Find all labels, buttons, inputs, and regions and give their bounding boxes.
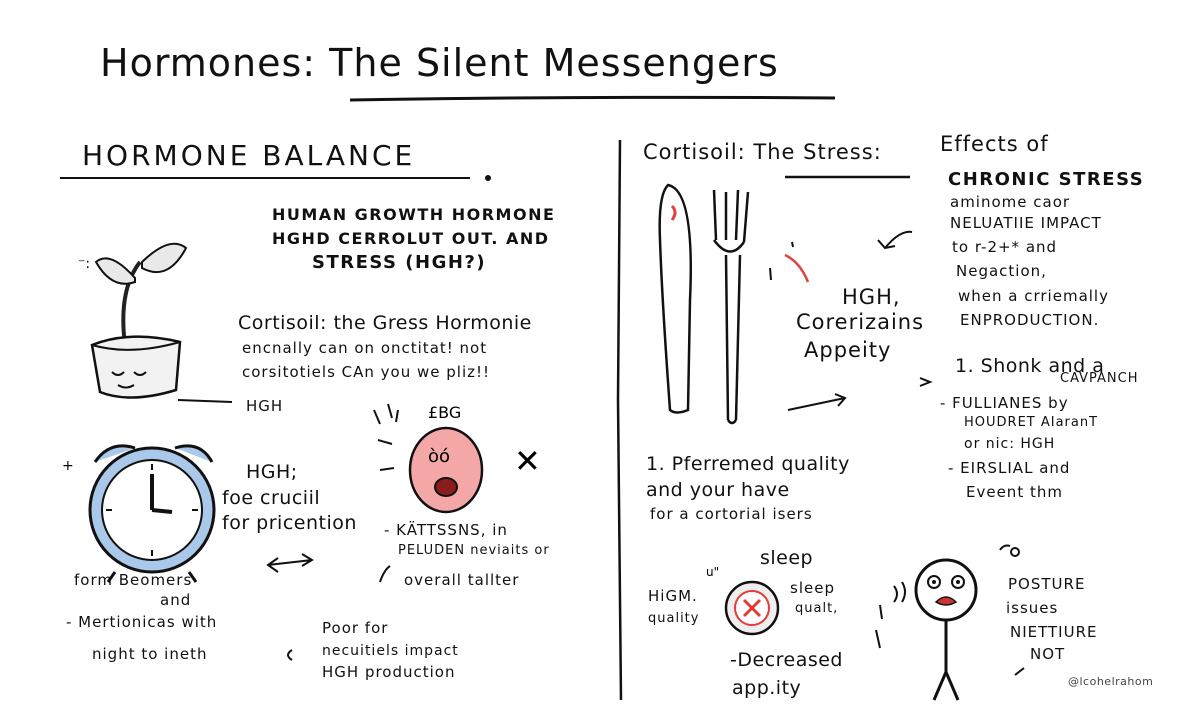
sleep-x-icon: u" xyxy=(706,565,780,636)
plant-pot-icon: ⁻: xyxy=(78,242,233,403)
stick-figure-icon xyxy=(875,544,1020,701)
page-title: Hormones: The Silent Messengers xyxy=(100,41,779,85)
svg-text:òó: òó xyxy=(428,446,450,467)
svg-text:u": u" xyxy=(706,565,719,579)
title-underline xyxy=(349,95,836,102)
artist-credit: @lcohelrahom xyxy=(1068,675,1154,688)
stressed-face-icon: òó ✕ £BG xyxy=(373,403,541,514)
section-heading-hormone-balance: HORMONE BALANCE xyxy=(82,139,416,172)
svg-text:£BG: £BG xyxy=(428,403,461,422)
section-heading-cortisol: Cortisoil: The Stress: xyxy=(643,140,882,164)
alarm-clock-icon: + xyxy=(62,444,216,583)
svg-text:✕: ✕ xyxy=(514,442,541,480)
center-divider xyxy=(616,139,623,701)
svg-text:⁻:: ⁻: xyxy=(78,256,90,272)
svg-text:+: + xyxy=(62,458,74,474)
knife-fork-icon xyxy=(658,183,810,425)
